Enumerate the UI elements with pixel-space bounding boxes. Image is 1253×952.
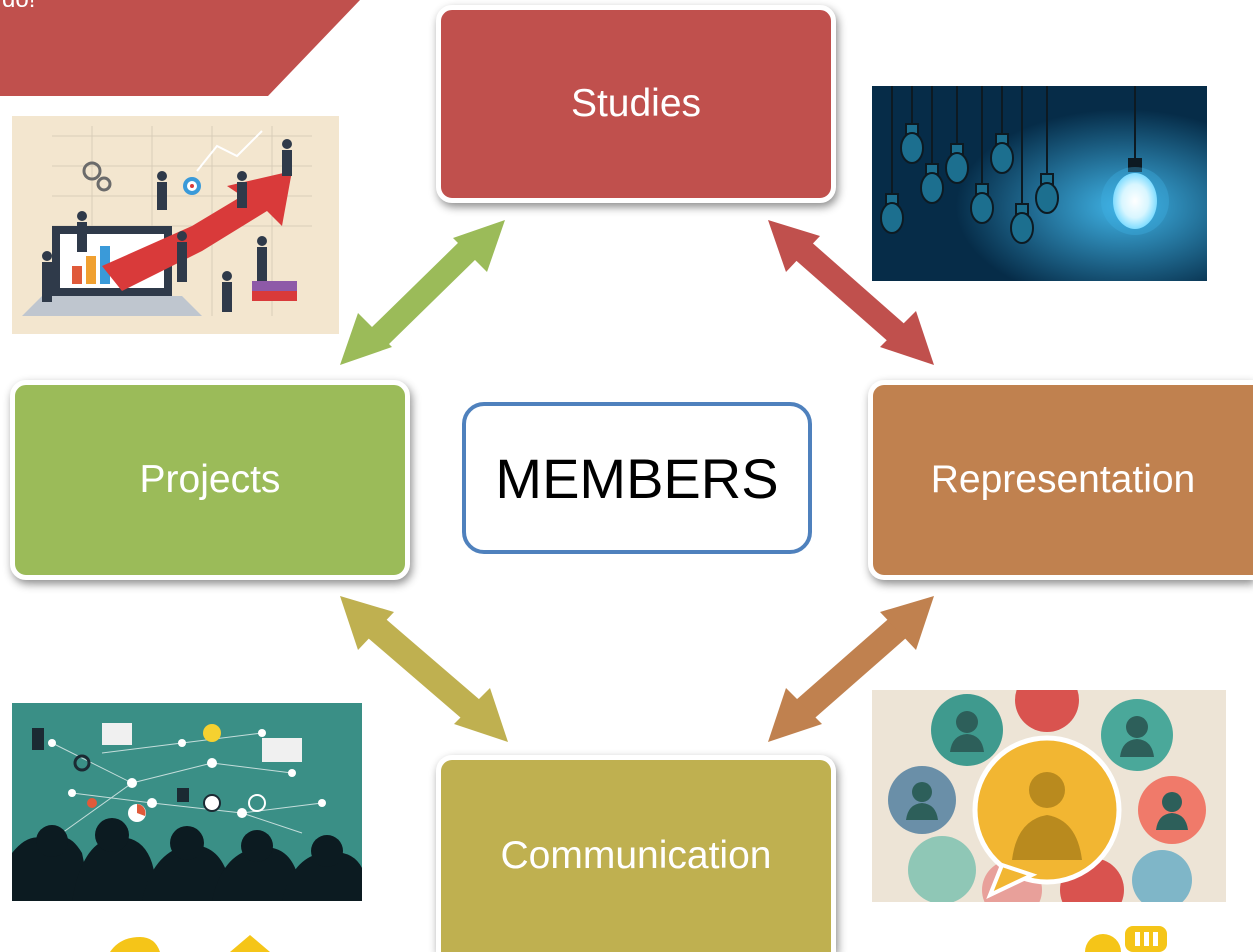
business-growth-illustration [12,116,339,334]
arrow-representation-communication [768,596,934,742]
banner-text: do! [2,0,35,14]
title-banner [0,0,360,96]
partial-yellow-icon-right [1085,926,1167,952]
partial-yellow-icon-left [110,935,270,952]
network-ideas-illustration [12,703,362,901]
light-bulbs-photo [872,86,1207,281]
node-representation: Representation [868,380,1253,580]
center-members: MEMBERS [462,402,812,554]
node-projects-label: Projects [139,458,281,501]
node-communication-label: Communication [500,834,772,877]
node-studies-label: Studies [570,82,702,125]
center-members-label: MEMBERS [495,446,779,510]
node-studies: Studies [436,5,836,203]
arrow-studies-representation [768,220,934,365]
node-projects: Projects [10,380,410,580]
node-communication: Communication [436,755,836,952]
arrow-projects-communication [340,596,508,742]
node-representation-label: Representation [930,458,1196,501]
arrow-projects-studies [340,220,505,365]
people-speech-bubbles-illustration [872,690,1226,902]
